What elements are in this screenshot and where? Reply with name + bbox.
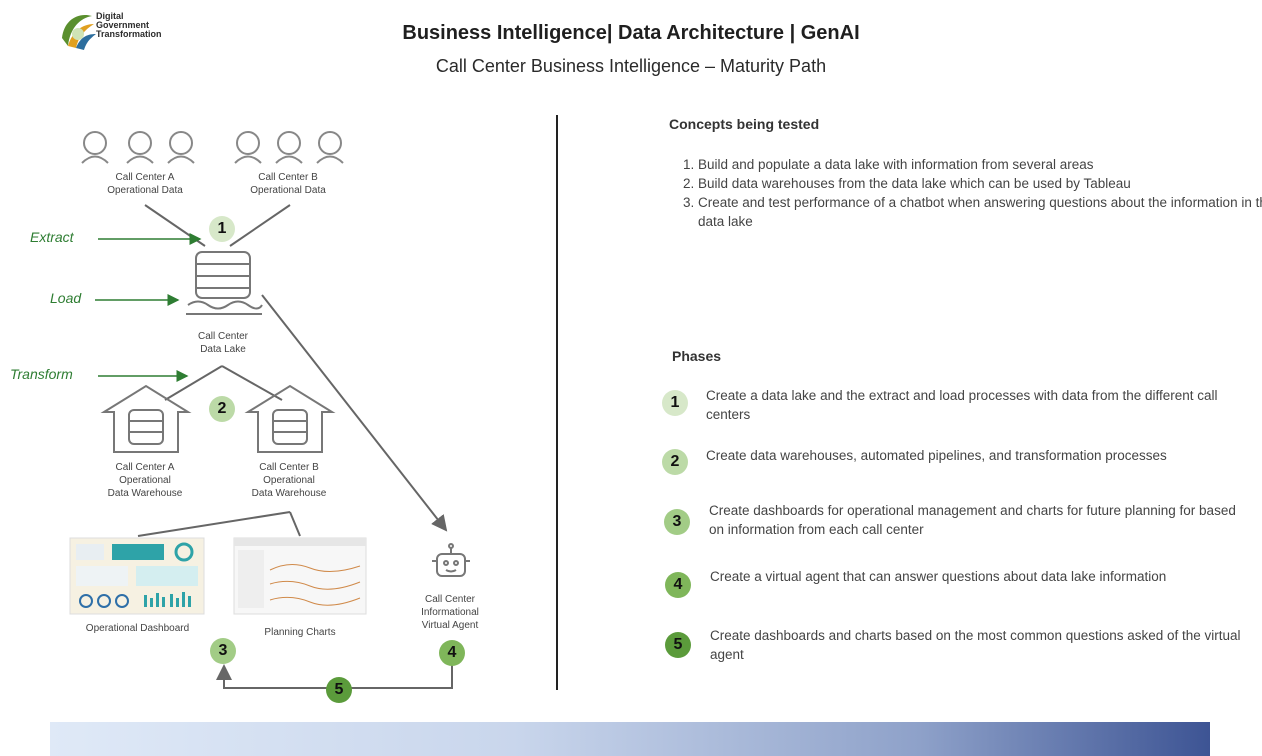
concepts-list: Build and populate a data lake with info… (668, 155, 1262, 231)
phase-1-badge: 1 (662, 390, 688, 416)
warehouse-a-line-3: Data Warehouse (107, 488, 183, 499)
diagram-step-4-badge: 4 (439, 640, 465, 666)
logo-emblem-icon (62, 14, 96, 50)
diagram-step-2-badge: 2 (209, 396, 235, 422)
phase-3-badge: 3 (664, 509, 690, 535)
footer-gradient-bar (50, 722, 1210, 756)
call-center-b-type: Operational Data (250, 185, 326, 196)
transform-label: Transform (10, 366, 73, 382)
phases-heading: Phases (672, 348, 722, 364)
warehouse-b-line-1: Call Center B (259, 462, 319, 473)
phase-2-number: 2 (662, 449, 688, 475)
data-lake-name: Call Center (197, 331, 249, 342)
extract-label: Extract (30, 229, 74, 245)
phase-3-text: Create dashboards for operational manage… (709, 503, 1236, 537)
phase-4-badge: 4 (665, 572, 691, 598)
phase-4-number: 4 (665, 572, 691, 598)
warehouse-a-icon (100, 384, 192, 453)
planning-charts-thumbnail (233, 537, 367, 615)
warehouse-b-line-3: Data Warehouse (251, 488, 327, 499)
phase-2-text: Create data warehouses, automated pipeli… (706, 448, 1167, 463)
virtual-agent-line-1: Call Center (424, 594, 476, 605)
diagram-step-1-badge: 1 (209, 216, 235, 242)
diagram-step-3-badge: 3 (210, 638, 236, 664)
warehouse-a-line-1: Call Center A (115, 462, 175, 473)
virtual-agent-robot-icon (432, 543, 470, 577)
call-center-a-type: Operational Data (107, 185, 183, 196)
phase-1-text: Create a data lake and the extract and l… (706, 388, 1218, 422)
page-subtitle: Call Center Business Intelligence – Matu… (435, 56, 827, 76)
call-center-b-name: Call Center B (258, 172, 318, 183)
operational-dashboard-label: Operational Dashboard (85, 623, 190, 634)
phase-1-number: 1 (662, 390, 688, 416)
logo-line-1: Digital (96, 11, 124, 21)
virtual-agent-line-3: Virtual Agent (421, 620, 479, 631)
load-label: Load (50, 290, 82, 306)
warehouse-a-line-2: Operational (119, 475, 171, 486)
architecture-diagram (69, 131, 470, 689)
warehouse-b-label: Call Center B Operational Data Warehouse (224, 461, 354, 500)
call-center-a-agents-icon (81, 131, 195, 164)
call-center-a-name: Call Center A (115, 172, 175, 183)
call-center-b-label: Call Center B Operational Data (223, 171, 353, 197)
logo-line-2: Government (96, 20, 150, 30)
concept-item: Build and populate a data lake with info… (698, 155, 1262, 174)
call-center-b-agents-icon (234, 131, 344, 164)
concept-item: Create and test performance of a chatbot… (698, 193, 1262, 231)
phase-5-number: 5 (665, 632, 691, 658)
phase-5-badge: 5 (665, 632, 691, 658)
warehouse-a-label: Call Center A Operational Data Warehouse (80, 461, 210, 500)
logo-line-3: Transformation (96, 29, 162, 39)
concepts-heading: Concepts being tested (669, 116, 820, 132)
planning-charts-label: Planning Charts (264, 627, 336, 638)
phase-3-number: 3 (664, 509, 690, 535)
call-center-a-label: Call Center A Operational Data (80, 171, 210, 197)
phase-5-text: Create dashboards and charts based on th… (710, 628, 1241, 662)
virtual-agent-line-2: Informational (421, 607, 479, 618)
warehouse-b-icon (244, 384, 336, 453)
logo-text: Digital Government Transformation (96, 12, 162, 39)
vertical-divider (556, 115, 558, 690)
page-title: Business Intelligence| Data Architecture… (402, 22, 860, 44)
warehouse-b-line-2: Operational (263, 475, 315, 486)
operational-dashboard-thumbnail (69, 537, 205, 615)
concept-item: Build data warehouses from the data lake… (698, 174, 1262, 193)
virtual-agent-label: Call Center Informational Virtual Agent (395, 593, 505, 632)
data-lake-label: Call Center Data Lake (168, 330, 278, 356)
data-lake-type: Data Lake (200, 344, 246, 355)
phase-2-badge: 2 (662, 449, 688, 475)
data-lake-icon (186, 251, 263, 315)
diagram-step-5-badge: 5 (326, 677, 352, 703)
logo (58, 8, 218, 56)
phase-4-text: Create a virtual agent that can answer q… (710, 569, 1167, 584)
